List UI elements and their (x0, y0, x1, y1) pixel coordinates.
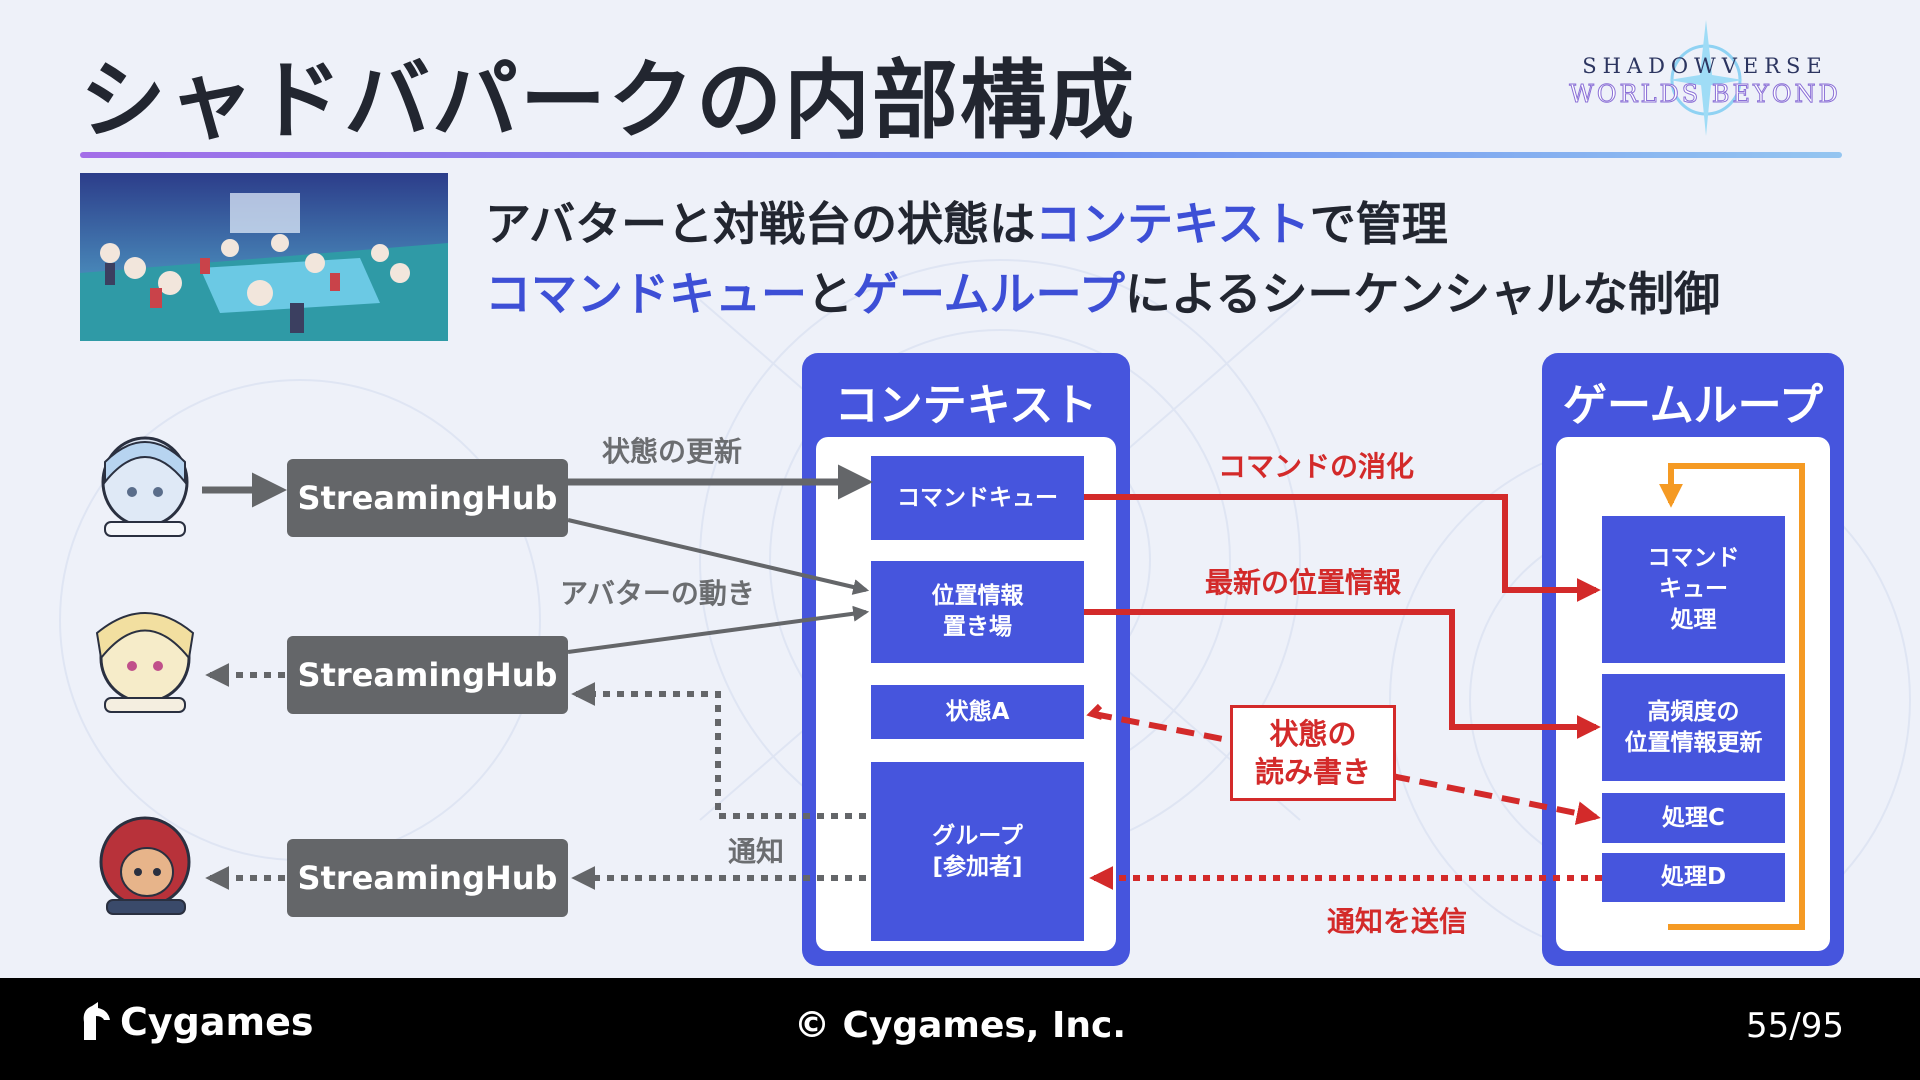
avatar-2 (95, 612, 195, 713)
footer-bar: Cygames © Cygames, Inc. 55/95 (0, 978, 1920, 1080)
group-box: グループ [参加者] (871, 762, 1084, 941)
shadowverse-logo: SHADOWVERSE WORLDS BEYOND (1555, 18, 1855, 138)
subtitle-1-post: で管理 (1309, 197, 1448, 251)
game-screenshot (80, 173, 448, 341)
cmd-process-label-2: キュー (1659, 576, 1728, 602)
copyright: © Cygames, Inc. (793, 1005, 1127, 1046)
logo-text-top: SHADOWVERSE (1582, 54, 1828, 78)
hf-label-1: 高頻度の (1647, 698, 1740, 725)
state-rw-label-2: 読み書き (1254, 755, 1371, 789)
group-label-2: [参加者] (932, 853, 1023, 880)
streaming-hub-1: StreamingHub (287, 459, 568, 537)
subtitle-line-1: アバターと対戦台の状態はコンテキストで管理 (485, 188, 1448, 254)
slide-title: シャドバパークの内部構成 (80, 51, 1136, 151)
state-a-box: 状態A (871, 685, 1084, 739)
high-frequency-update-box: 高頻度の 位置情報更新 (1602, 674, 1785, 781)
subtitle-1-highlight: コンテキスト (1035, 197, 1310, 251)
position-store-label-2: 置き場 (943, 614, 1012, 640)
state-rw-label-1: 状態の (1269, 717, 1357, 751)
game-loop-title: ゲームループ (1562, 380, 1824, 431)
subtitle-2-post: によるシーケンシャルな制御 (1124, 267, 1721, 321)
logo-text-bottom: WORLDS BEYOND (1569, 80, 1841, 109)
process-c-label: 処理C (1662, 804, 1725, 831)
state-a-label: 状態A (945, 698, 1010, 725)
cmd-process-label-1: コマンド (1647, 545, 1740, 571)
state-read-write-box: 状態の 読み書き (1230, 705, 1396, 801)
process-d-box: 処理D (1602, 853, 1785, 902)
avatar-3 (99, 816, 191, 915)
position-store-box: 位置情報 置き場 (871, 561, 1084, 663)
subtitle-2-highlight-1: コマンドキュー (485, 267, 807, 321)
title-divider (80, 152, 1842, 158)
cygames-horse-icon (83, 1002, 110, 1040)
page-number: 55/95 (1746, 1006, 1844, 1046)
command-queue-process-box: コマンド キュー 処理 (1602, 516, 1785, 663)
command-queue-box: コマンドキュー (871, 456, 1084, 540)
process-c-box: 処理C (1602, 793, 1785, 843)
subtitle-1-pre: アバターと対戦台の状態は (485, 197, 1036, 251)
cmd-process-label-3: 処理 (1670, 607, 1717, 633)
avatar-1 (101, 436, 189, 537)
process-d-label: 処理D (1660, 864, 1727, 890)
label-send-notify: 通知を送信 (1327, 905, 1468, 938)
subtitle-2-highlight-2: ゲームループ (853, 267, 1125, 321)
label-avatar-move: アバターの動き (560, 577, 755, 610)
cygames-brand: Cygames (120, 1000, 314, 1044)
streaming-hub-3: StreamingHub (287, 839, 568, 917)
cygames-logo: Cygames (78, 1000, 314, 1044)
context-title: コンテキスト (834, 380, 1098, 431)
label-notify: 通知 (728, 835, 785, 868)
logo-star-icon (1669, 20, 1743, 136)
label-latest-position: 最新の位置情報 (1205, 566, 1402, 599)
label-command-consume: コマンドの消化 (1218, 450, 1415, 483)
subtitle-line-2: コマンドキューとゲームループによるシーケンシャルな制御 (485, 258, 1720, 324)
group-label-1: グループ (932, 822, 1023, 849)
subtitle-2-mid: と (807, 267, 853, 321)
label-state-update: 状態の更新 (602, 435, 743, 468)
position-store-label-1: 位置情報 (931, 583, 1024, 609)
streaming-hub-2: StreamingHub (287, 636, 568, 714)
command-queue-label: コマンドキュー (897, 484, 1058, 511)
hf-label-2: 位置情報更新 (1624, 729, 1763, 756)
